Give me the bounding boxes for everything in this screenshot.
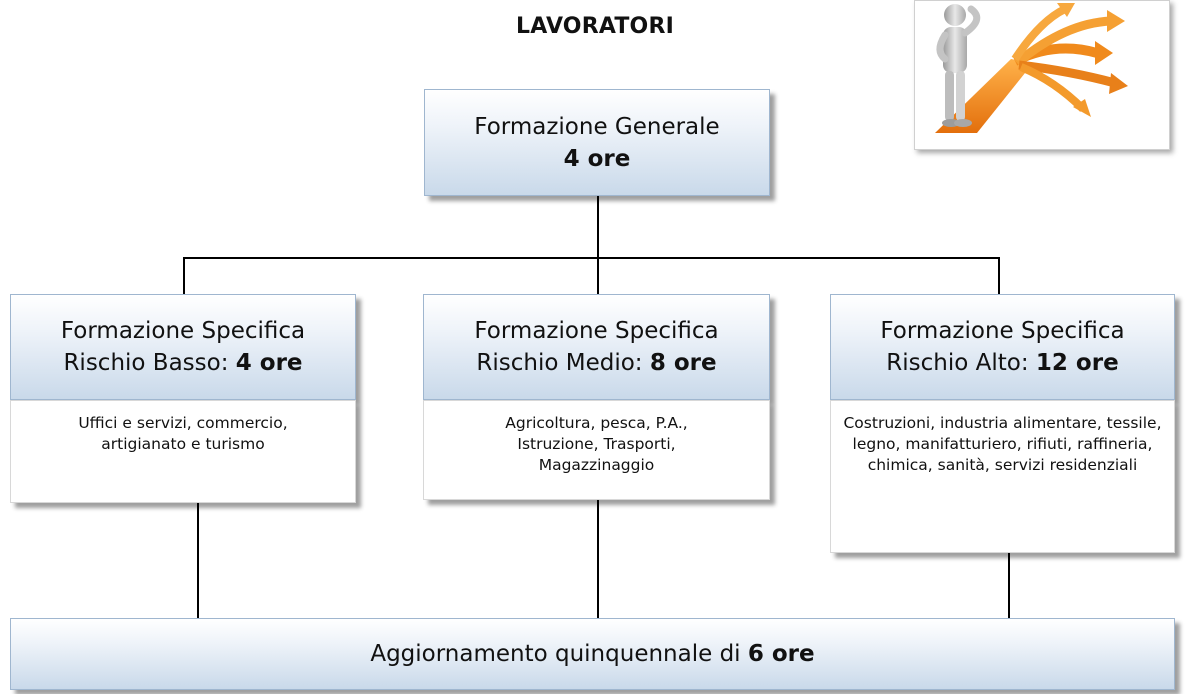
sectors-low-risk: Uffici e servizi, commercio, artigianato… bbox=[10, 400, 356, 503]
specific-training-medium-risk: Rischio Medio: bbox=[476, 350, 650, 376]
specific-training-medium-box: Formazione Specifica Rischio Medio: 8 or… bbox=[423, 294, 770, 400]
specific-training-medium-hours: 8 ore bbox=[649, 350, 717, 376]
general-training-hours: 4 ore bbox=[563, 145, 631, 172]
sectors-medium-risk: Agricoltura, pesca, P.A., Istruzione, Tr… bbox=[423, 400, 770, 500]
specific-training-low-hours: 4 ore bbox=[235, 350, 303, 376]
connector-right-down bbox=[998, 257, 1000, 295]
connector-left-down bbox=[183, 257, 185, 295]
illustration bbox=[914, 0, 1170, 150]
specific-training-low-box: Formazione Specifica Rischio Basso: 4 or… bbox=[10, 294, 356, 400]
connector-horizontal bbox=[183, 257, 1000, 259]
five-year-update-label: Aggiornamento quinquennale di bbox=[370, 641, 748, 667]
connector-right-to-update bbox=[1008, 553, 1010, 619]
five-year-update-hours: 6 ore bbox=[747, 641, 815, 667]
page-title: LAVORATORI bbox=[516, 14, 674, 39]
person-at-crossroads-arrows-icon bbox=[935, 3, 1128, 133]
connector-general-down bbox=[597, 196, 599, 258]
connector-center-to-update bbox=[597, 500, 599, 619]
specific-training-low-risk: Rischio Basso: bbox=[63, 350, 236, 376]
connector-center-down bbox=[597, 257, 599, 295]
sectors-high-risk: Costruzioni, industria alimentare, tessi… bbox=[830, 400, 1175, 553]
specific-training-medium-heading: Formazione Specifica bbox=[474, 318, 719, 344]
specific-training-high-heading: Formazione Specifica bbox=[880, 318, 1125, 344]
specific-training-high-risk: Rischio Alto: bbox=[886, 350, 1036, 376]
five-year-update-box: Aggiornamento quinquennale di 6 ore bbox=[10, 618, 1175, 690]
specific-training-low-heading: Formazione Specifica bbox=[60, 318, 306, 344]
connector-left-to-update bbox=[197, 503, 199, 619]
general-training-label: Formazione Generale bbox=[474, 113, 720, 140]
specific-training-high-hours: 12 ore bbox=[1035, 350, 1119, 376]
general-training-box: Formazione Generale 4 ore bbox=[424, 89, 770, 196]
specific-training-high-box: Formazione Specifica Rischio Alto: 12 or… bbox=[830, 294, 1175, 400]
